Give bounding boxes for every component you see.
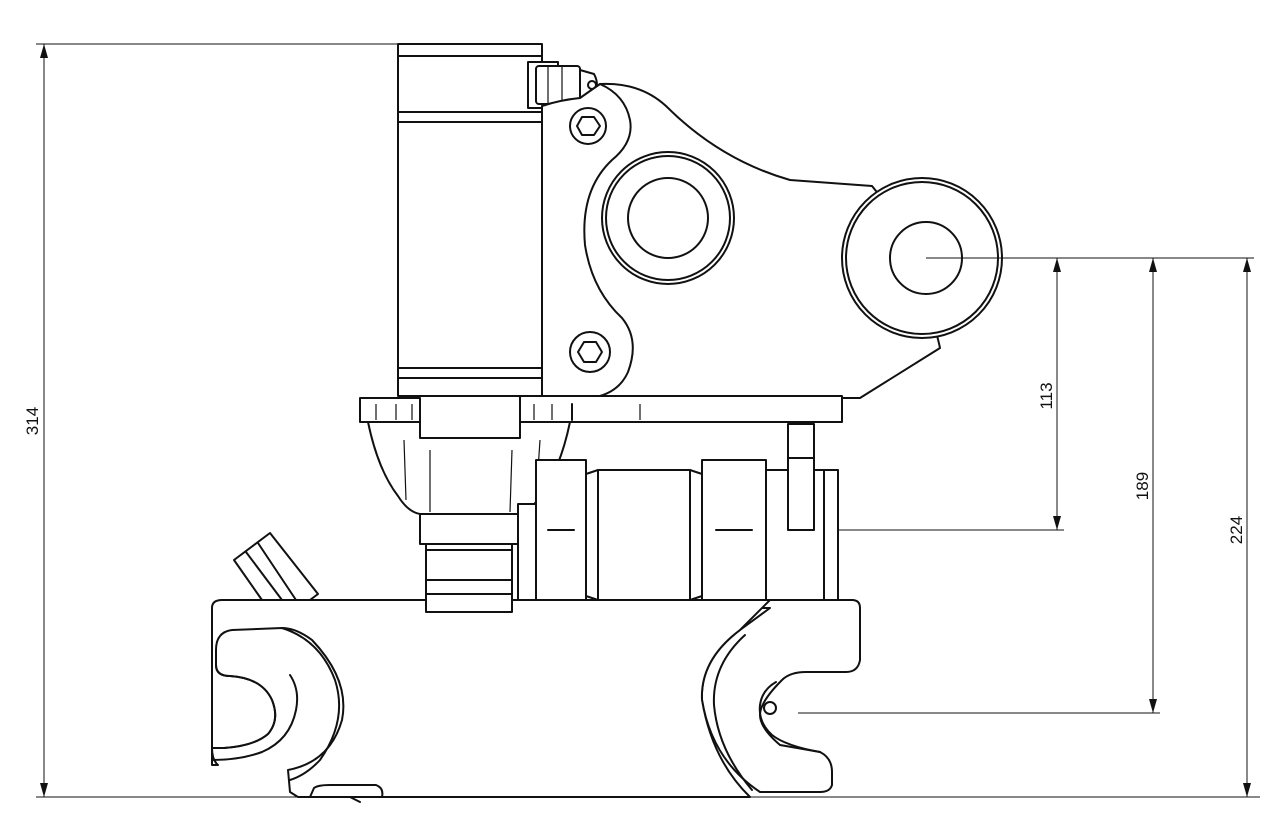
dimension-reference-lines [798, 257, 1254, 714]
dimension-label-113: 113 [1037, 382, 1056, 409]
dimension-label-189: 189 [1133, 472, 1152, 500]
dimension-113 [1053, 258, 1061, 530]
dimension-189 [1149, 258, 1157, 713]
horizontal-bolt [517, 423, 839, 601]
dimension-overall [36, 43, 1260, 798]
dimension-224 [1243, 258, 1251, 797]
spindle [419, 513, 519, 613]
locking-pin [233, 532, 319, 601]
cylinder-body [397, 43, 543, 397]
mounting-flange [359, 395, 843, 423]
coupler-base [211, 599, 861, 803]
hydraulic-fitting [527, 61, 598, 109]
dimension-label-314: 314 [23, 407, 42, 435]
dimension-label-224: 224 [1227, 516, 1246, 544]
side-plate [541, 82, 1003, 399]
